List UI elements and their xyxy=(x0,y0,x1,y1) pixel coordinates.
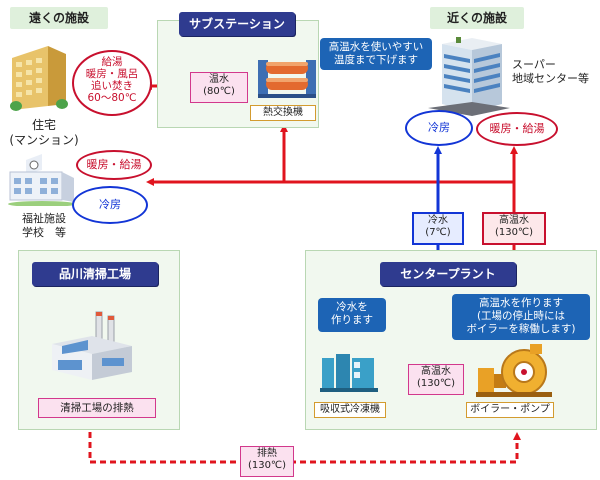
housing-title: 住宅 xyxy=(31,118,56,132)
center-hot-label-name: 高温水 xyxy=(421,366,451,377)
absorption-chiller-caption: 吸収式冷凍機 xyxy=(314,402,386,418)
waste-heat-label: 排熱 (130℃) xyxy=(240,446,294,477)
supermarket-subtitle: 地域センター等 xyxy=(512,72,589,85)
welfare-cooling-oval: 冷房 xyxy=(72,186,148,224)
hot-water-tag: 高温水 (130℃) xyxy=(482,212,546,245)
center-plant-title: センタープラント xyxy=(380,262,516,286)
cold-callout-line2: 作ります xyxy=(331,314,373,326)
warm-water-label-temp: (80℃) xyxy=(203,86,235,97)
heat-exchanger-caption: 熱交換機 xyxy=(250,105,316,121)
waste-heat-dashed-line xyxy=(88,432,521,464)
boiler-pump-icon xyxy=(476,344,552,397)
substation-callout: 高温水を使いやすい 温度まで下げます xyxy=(320,38,432,70)
cold-water-tag-temp: (7℃) xyxy=(425,227,451,238)
plant-waste-heat-label: 清掃工場の排熱 xyxy=(38,398,156,418)
housing-use-2: 暖房・風呂 xyxy=(85,68,139,80)
housing-caption: 住宅 (マンション) xyxy=(4,118,84,148)
hot-water-callout: 高温水を作ります (工場の停止時には ボイラーを稼働します) xyxy=(452,294,590,340)
absorption-chiller-icon xyxy=(320,354,378,392)
cold-water-tag-name: 冷水 xyxy=(428,215,448,226)
waste-heat-label-name: 排熱 xyxy=(257,448,277,459)
near-facilities-label: 近くの施設 xyxy=(430,7,524,29)
center-hot-water-label: 高温水 (130℃) xyxy=(408,364,464,395)
heat-exchanger-icon xyxy=(258,60,316,98)
substation-callout-line1: 高温水を使いやすい xyxy=(328,41,424,53)
hot-water-tag-name: 高温水 xyxy=(499,215,529,226)
boiler-pump-caption: ボイラー・ポンプ xyxy=(466,402,554,418)
warm-water-label: 温水 (80℃) xyxy=(190,72,248,103)
welfare-heating-oval: 暖房・給湯 xyxy=(76,150,152,180)
waste-heat-label-temp: (130℃) xyxy=(247,460,287,471)
welfare-title: 福祉施設 xyxy=(22,212,66,225)
apartment-building-icon xyxy=(10,46,68,111)
hot-water-tag-temp: (130℃) xyxy=(494,227,534,238)
near-heating-oval: 暖房・給湯 xyxy=(476,112,558,146)
substation-callout-line2: 温度まで下げます xyxy=(334,54,418,66)
housing-use-3: 追い焚き xyxy=(91,80,133,92)
cold-callout-line1: 冷水を xyxy=(336,301,368,313)
hot-callout-line1: 高温水を作ります xyxy=(479,297,563,309)
school-building-icon xyxy=(8,154,76,206)
cold-water-callout: 冷水を 作ります xyxy=(318,298,386,332)
supermarket-title: スーパー xyxy=(512,58,556,71)
welfare-caption: 福祉施設 学校 等 xyxy=(4,212,84,240)
hot-callout-line3: ボイラーを稼働します) xyxy=(466,323,576,335)
hot-callout-line2: (工場の停止時には xyxy=(476,310,566,322)
near-cooling-oval: 冷房 xyxy=(405,110,473,146)
supermarket-caption: スーパー 地域センター等 xyxy=(512,58,600,86)
center-hot-label-temp: (130℃) xyxy=(416,378,456,389)
welfare-subtitle: 学校 等 xyxy=(22,226,66,239)
cold-water-tag: 冷水 (7℃) xyxy=(412,212,464,245)
far-facilities-label: 遠くの施設 xyxy=(10,7,108,29)
housing-subtitle: (マンション) xyxy=(9,133,79,147)
office-building-icon xyxy=(428,37,510,116)
warm-water-label-name: 温水 xyxy=(209,74,229,85)
housing-use-1: 給湯 xyxy=(101,56,123,68)
housing-use-4: 60～80℃ xyxy=(87,92,137,104)
shinagawa-plant-title: 品川清掃工場 xyxy=(32,262,158,286)
substation-title: サブステーション xyxy=(179,12,295,36)
incineration-plant-icon xyxy=(52,311,132,380)
housing-uses-oval: 給湯 暖房・風呂 追い焚き 60～80℃ xyxy=(72,50,152,116)
